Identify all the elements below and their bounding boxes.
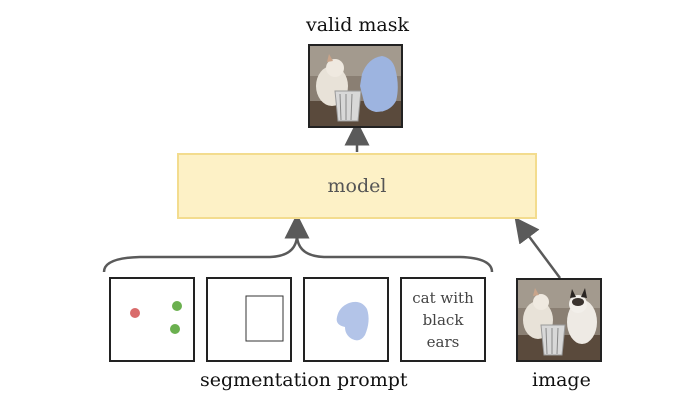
point-prompt-box [109, 277, 195, 362]
text-prompt-line2: black ears [422, 310, 464, 351]
text-prompt-line1: cat with [412, 288, 474, 307]
input-image [516, 278, 602, 362]
bounding-box-prompt [245, 295, 284, 342]
mask-prompt-box [303, 277, 389, 362]
box-prompt-box [206, 277, 292, 362]
valid-mask-label: valid mask [306, 14, 410, 36]
positive-point [172, 301, 182, 311]
image-label: image [532, 369, 591, 391]
mask-prompt-blob [336, 301, 369, 341]
valid-mask-image [308, 44, 403, 128]
positive-point [170, 324, 180, 334]
prompt-brace [102, 235, 494, 273]
segmentation-prompt-label: segmentation prompt [200, 369, 408, 391]
negative-point [130, 308, 140, 318]
text-prompt-box: cat with black ears [400, 277, 486, 362]
arrow-image-to-model [514, 216, 562, 279]
model-box: model [177, 153, 537, 219]
